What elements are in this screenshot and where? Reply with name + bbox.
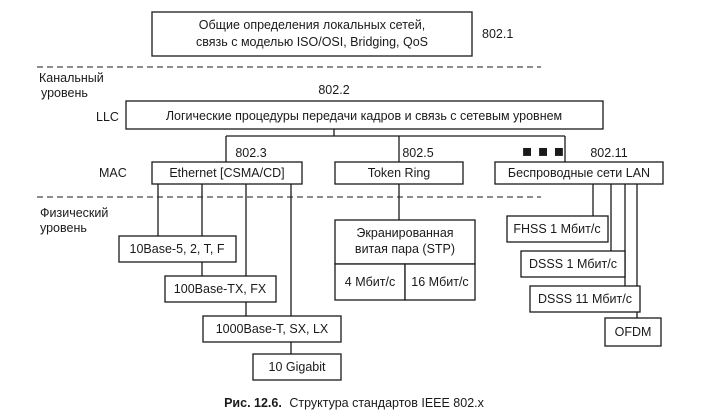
phy-dsss1-text: DSSS 1 Мбит/с <box>529 257 617 271</box>
phy-dsss11-box <box>529 285 641 313</box>
ethernet-box-text: Ethernet [CSMA/CD] <box>169 166 284 180</box>
other-standards-ellipsis: ▪ ▪ ▪ <box>522 141 565 160</box>
phy-10gig-text: 10 Gigabit <box>269 360 327 374</box>
phy-fhss-text: FHSS 1 Мбит/с <box>513 222 600 236</box>
speed-4-box <box>334 263 406 301</box>
phy-dsss11-text: DSSS 11 Мбит/с <box>538 292 632 306</box>
ethernet-box <box>151 161 303 185</box>
top-box <box>151 11 473 57</box>
phy-ofdm-box <box>604 317 662 347</box>
label-physical-line1: Физический <box>40 206 108 220</box>
top-box-line1: Общие определения локальных сетей, <box>199 18 425 32</box>
phy-dsss1-box <box>520 250 626 278</box>
phy-1000base-text: 1000Base-T, SX, LX <box>216 322 329 336</box>
llc-box-text: Логические процедуры передачи кадров и с… <box>166 109 562 123</box>
std-802-5-label: 802.5 <box>402 146 433 160</box>
std-802-3-block: 802.3 Ethernet [CSMA/CD] 10Base-5, 2, T,… <box>118 146 342 381</box>
std-802-2-block: 802.2 Логические процедуры передачи кадр… <box>125 83 604 130</box>
label-llc: LLC <box>96 110 119 124</box>
stp-line2: витая пара (STP) <box>355 242 455 256</box>
std-802-11-block: 802.11 Беспроводные сети LAN FHSS 1 Мбит… <box>494 146 664 347</box>
figure-caption: Рис. 12.6. Структура стандартов IEEE 802… <box>224 396 485 410</box>
speed-16-box <box>404 263 476 301</box>
token-ring-box-text: Token Ring <box>368 166 431 180</box>
figure-caption-label: Рис. 12.6. <box>224 396 282 410</box>
label-physical-line2: уровень <box>40 221 87 235</box>
phy-100base-box <box>164 275 277 303</box>
label-data-link-line2: уровень <box>41 86 88 100</box>
phy-fhss-box <box>506 215 609 243</box>
label-mac: MAC <box>99 166 127 180</box>
ellipsis-dots: ▪ ▪ ▪ <box>522 141 565 160</box>
std-802-1-label: 802.1 <box>482 27 513 41</box>
phy-10base-box <box>118 235 237 263</box>
std-802-11-label: 802.11 <box>590 146 627 160</box>
phy-1000base-box <box>202 315 342 343</box>
speed-4-text: 4 Мбит/с <box>345 275 395 289</box>
std-802-2-label: 802.2 <box>318 83 349 97</box>
phy-100base-text: 100Base-TX, FX <box>174 282 267 296</box>
wireless-box-text: Беспроводные сети LAN <box>508 166 650 180</box>
std-802-1-block: Общие определения локальных сетей, связь… <box>151 11 513 57</box>
stp-line1: Экранированная <box>356 226 453 240</box>
llc-box <box>125 100 604 130</box>
phy-10gig-box <box>252 353 342 381</box>
phy-ofdm-text: OFDM <box>615 325 652 339</box>
wireless-box <box>494 161 664 185</box>
std-802-5-block: 802.5 Token Ring Экранированная витая па… <box>334 146 476 301</box>
speed-16-text: 16 Мбит/с <box>411 275 468 289</box>
figure-caption-text: Структура стандартов IEEE 802.x <box>289 396 484 410</box>
label-data-link-line1: Канальный <box>39 71 104 85</box>
top-box-line2: связь с моделью ISO/OSI, Bridging, QoS <box>196 35 428 49</box>
std-802-3-label: 802.3 <box>235 146 266 160</box>
phy-10base-text: 10Base-5, 2, T, F <box>130 242 225 256</box>
token-ring-box <box>334 161 464 185</box>
